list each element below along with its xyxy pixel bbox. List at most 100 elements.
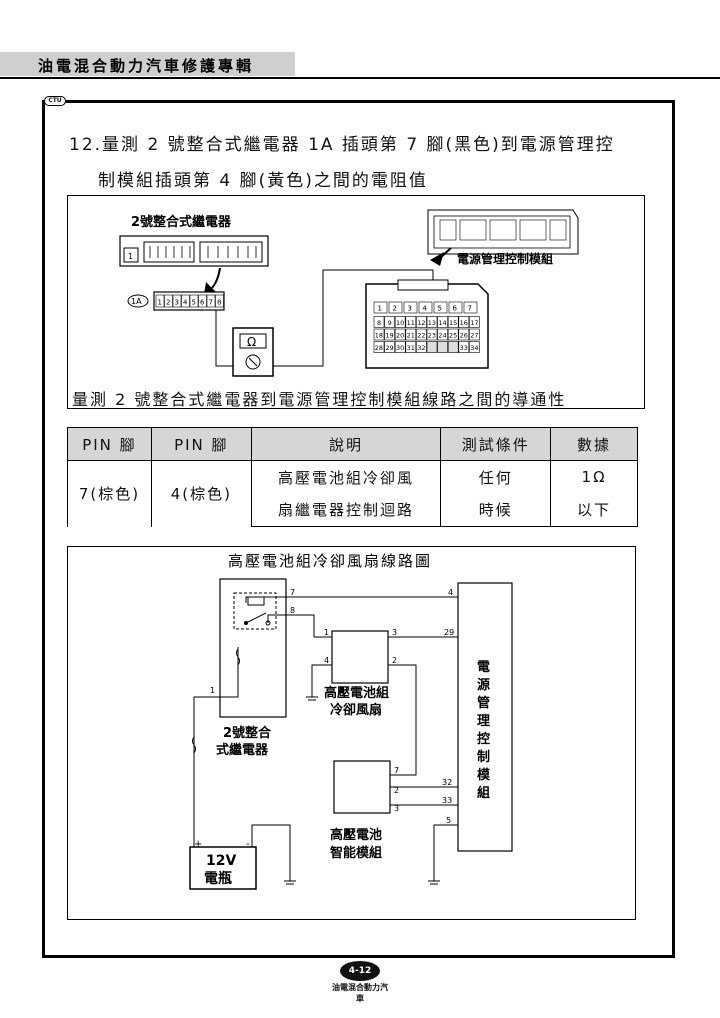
wire-plug-to-meter	[215, 310, 233, 367]
ecu-pin-label: 3	[408, 305, 412, 313]
circuit-fan-label-2: 冷卻風扇	[330, 702, 382, 718]
ecu-pin-box	[447, 328, 459, 341]
ecu-pin-box	[469, 328, 480, 341]
relay-switch-icon	[245, 612, 267, 624]
plug-label-oval	[127, 294, 149, 308]
spec-table: PIN 腳 PIN 腳 說明 測試條件 數據 7(棕色) 4(棕色) 高壓電池組…	[67, 427, 638, 527]
circuit-relay-label-1: 2號整合	[223, 725, 272, 741]
ecu-pin-label: 1	[378, 305, 382, 313]
ecu-pin-box	[405, 328, 417, 341]
table-header-pin-b: PIN 腳	[150, 427, 252, 461]
ecu-pin-box	[384, 328, 395, 341]
battery-fuse-icon	[192, 736, 196, 754]
relay-cavity-a	[143, 241, 195, 263]
relay-pin-box	[123, 247, 139, 263]
ecu-pin-label: 22	[417, 332, 425, 340]
ecu-pin-box	[394, 316, 406, 328]
multimeter-dial-needle	[248, 357, 258, 367]
plug-pin-label: 5	[192, 299, 196, 307]
circuit-title: 高壓電池組冷卻風扇線路圖	[228, 552, 432, 570]
ecu-pin-label: 16	[460, 319, 468, 327]
ecu-pin-box	[469, 316, 480, 328]
ecu-pin-box	[373, 328, 385, 341]
ecu-pin-box	[403, 301, 418, 314]
ecu-pin-box	[426, 341, 438, 353]
header-band	[0, 52, 295, 76]
circuit-ecu-box	[457, 582, 513, 852]
ecu-pin-label: 17	[470, 319, 478, 327]
circuit-bms-label-1: 高壓電池	[330, 827, 382, 843]
plug-pin-label: 1	[158, 299, 162, 307]
circuit-relay-label-2: 式繼電器	[216, 742, 269, 758]
pin-fan-2: 2	[392, 656, 397, 665]
pin-bms-2: 2	[394, 786, 399, 795]
plug-pin-label: 3	[175, 299, 179, 307]
header-rule	[0, 77, 720, 79]
ecu-pin-box	[469, 341, 480, 353]
ecu-pin-box	[388, 301, 403, 314]
pin-ecu-4: 4	[448, 588, 453, 597]
table-header-desc: 說明	[250, 427, 442, 461]
question-line-1: 12.量測 2 號整合式繼電器 1A 插頭第 7 腳(黑色)到電源管理控	[69, 135, 615, 155]
ecu-pin-label: 26	[460, 332, 468, 340]
pin-ecu-33: 33	[442, 796, 452, 805]
pin-bms-3: 3	[394, 804, 399, 813]
ecu-pin-box	[426, 316, 438, 328]
circuit-bms-label-2: 智能模組	[330, 845, 382, 861]
pin-relay-8: 8	[290, 606, 295, 615]
battery-name: 電瓶	[204, 870, 232, 887]
table-header-pin-a: PIN 腳	[67, 427, 152, 461]
ecu-pin-label: 27	[470, 332, 478, 340]
ecu-pin-box	[437, 341, 448, 353]
ecu-pin-box	[426, 328, 438, 341]
plug-pin-box	[155, 294, 165, 308]
table-header-value: 數據	[550, 427, 638, 461]
ecu-pin-label: 9	[388, 319, 392, 327]
ecu-pin-label: 7	[468, 305, 472, 313]
multimeter-symbol: Ω	[247, 335, 256, 349]
relay-arrow	[211, 267, 221, 289]
header-title: 油電混合動力汽車修護專輯	[38, 57, 255, 75]
pin-relay-7: 7	[290, 588, 295, 597]
relay-coil-icon	[247, 596, 265, 606]
ecu-pin-label: 30	[396, 344, 404, 352]
ecu-pin-box	[373, 301, 388, 314]
pin-ecu-32: 32	[442, 778, 452, 787]
relay-inner	[233, 592, 277, 630]
ecu-pin-box	[458, 328, 470, 341]
plug-pin-box	[181, 294, 190, 308]
ecu-pin-label: 20	[396, 332, 404, 340]
ecu-pin-label: 18	[375, 332, 383, 340]
table-cell-pin-a: 7(棕色)	[67, 460, 152, 527]
ecu-pin-box	[448, 301, 463, 314]
ecu-pin-label: 34	[470, 344, 478, 352]
battery-voltage: 12V	[206, 853, 236, 869]
ecu-pin-label: 28	[375, 344, 383, 352]
ecu-pin-label: 13	[428, 319, 436, 327]
plug-pin-box	[198, 294, 207, 308]
ecu-pin-box	[458, 316, 470, 328]
table-cell-cond-1: 任何	[440, 460, 552, 494]
page-number: 4-12	[340, 961, 380, 981]
pin-fan-4: 4	[324, 656, 329, 665]
battery-plus: +	[194, 839, 202, 850]
table-cell-cond-2: 時候	[440, 493, 552, 527]
battery-minus: -	[246, 839, 250, 850]
question-line-2: 制模組插頭第 4 腳(黃色)之間的電阻值	[98, 171, 428, 191]
ecu-pin-label: 32	[417, 344, 425, 352]
plug-pin-box	[206, 294, 216, 308]
ecu-pin-box	[447, 341, 459, 353]
ecu-pin-box	[384, 341, 395, 353]
plug-pin-label: 6	[200, 299, 205, 307]
ecu-icon-inner	[433, 215, 571, 249]
relay-arrow-head	[204, 282, 216, 294]
plug-pin-box	[164, 294, 173, 308]
ecu-pin-box	[416, 341, 427, 353]
plug-pin-box	[215, 294, 224, 308]
publisher-logo: CTU	[44, 96, 66, 106]
ecu-pin-label: 19	[385, 332, 393, 340]
ecu-pin-label: 31	[407, 344, 415, 352]
